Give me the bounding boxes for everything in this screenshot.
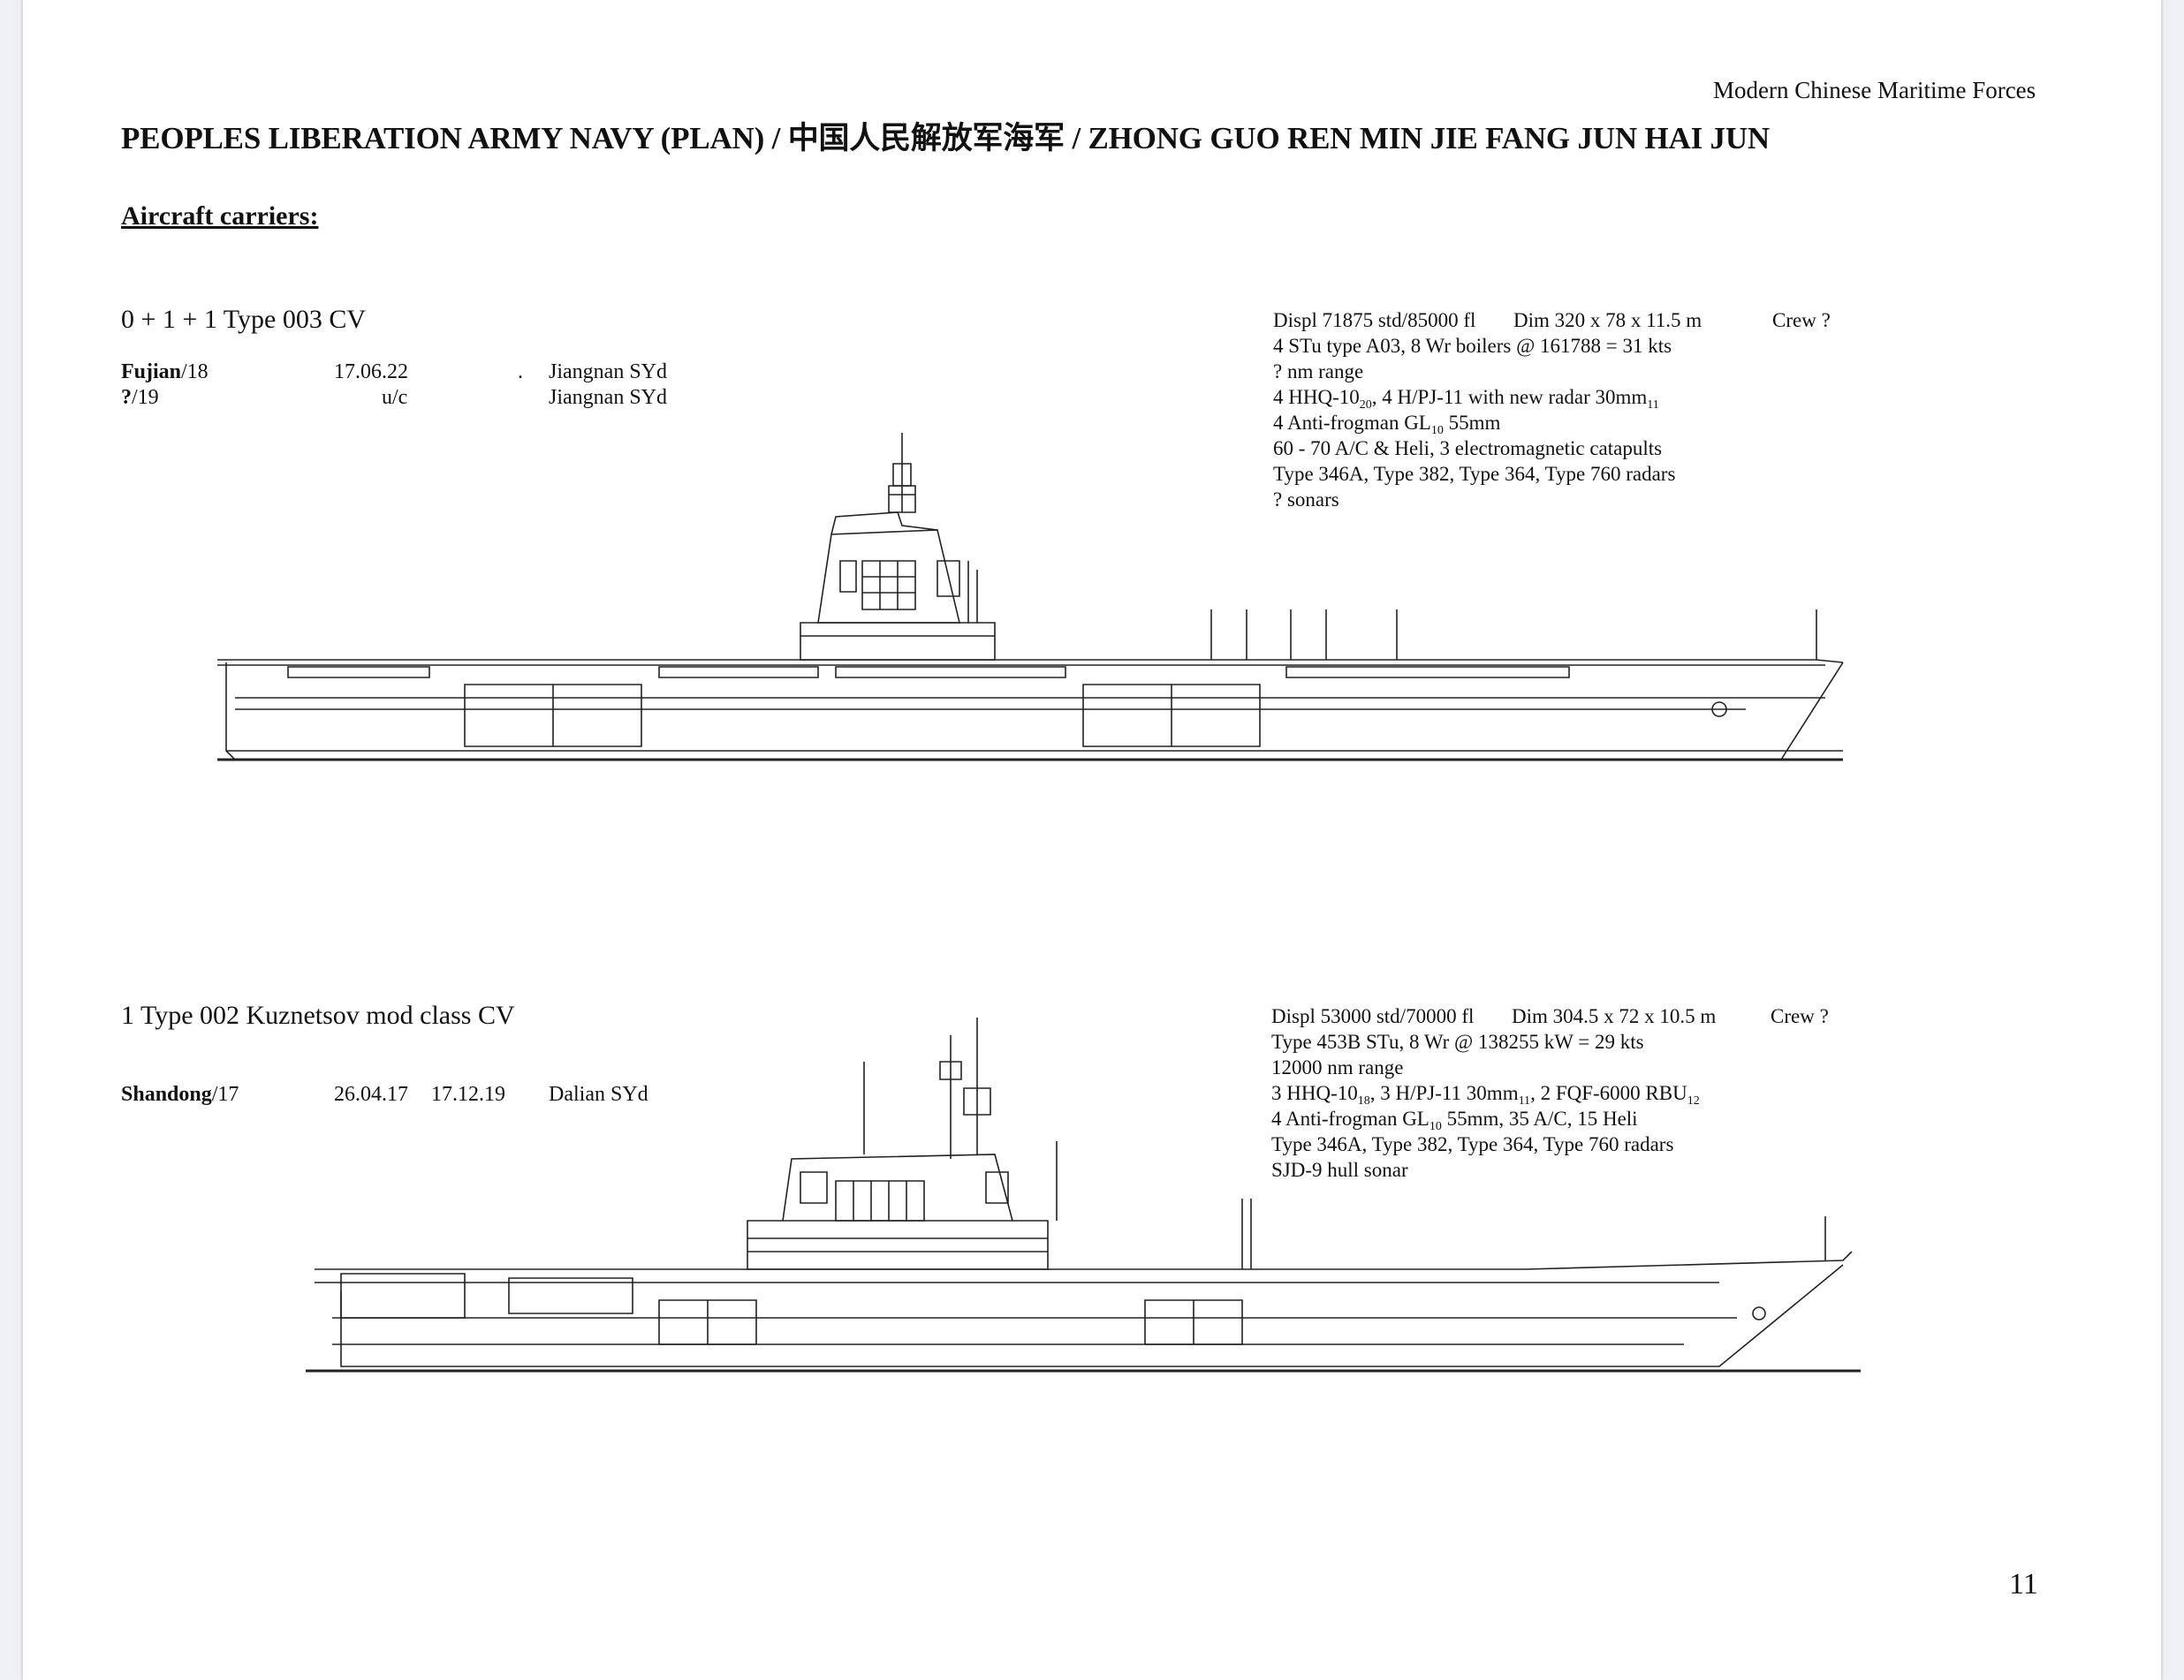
spec-anti-frogman: 4 Anti-frogman GL10 55mm bbox=[1273, 412, 1501, 437]
specs-type-002: Displ 53000 std/70000 fl Dim 304.5 x 72 … bbox=[1271, 1003, 1829, 1183]
ship-name: Shandong/17 bbox=[121, 1083, 239, 1107]
spec-armament: 4 HHQ-1020, 4 H/PJ-11 with new radar 30m… bbox=[1273, 386, 1659, 412]
spec-dimensions: Dim 320 x 78 x 11.5 m bbox=[1513, 309, 1702, 331]
spec-range: ? nm range bbox=[1273, 360, 1364, 382]
spec-sonar: ? sonars bbox=[1273, 488, 1339, 511]
ship-pennant-year: /19 bbox=[132, 386, 159, 409]
shipyard: Jiangnan SYd bbox=[549, 360, 667, 383]
running-header: Modern Chinese Maritime Forces bbox=[1713, 77, 2036, 103]
shipyard: Jiangnan SYd bbox=[549, 386, 667, 409]
stray-mark: . bbox=[518, 360, 523, 383]
spec-air-group: 60 - 70 A/C & Heli, 3 electromagnetic ca… bbox=[1273, 437, 1663, 459]
spec-armament: 3 HHQ-1018, 3 H/PJ-11 30mm11, 2 FQF-6000… bbox=[1271, 1082, 1700, 1108]
ship-pennant-year: /17 bbox=[211, 1083, 239, 1106]
commission-status: u/c bbox=[382, 386, 408, 409]
document-page: Modern Chinese Maritime Forces PEOPLES L… bbox=[23, 0, 2161, 1680]
spec-crew: Crew ? bbox=[1771, 1005, 1829, 1027]
ship-pennant-year: /18 bbox=[181, 360, 209, 383]
class-heading-type-003: 0 + 1 + 1 Type 003 CV bbox=[121, 305, 367, 334]
spec-anti-frogman: 4 Anti-frogman GL10 55mm, 35 A/C, 15 Hel… bbox=[1271, 1108, 1638, 1133]
page-title: PEOPLES LIBERATION ARMY NAVY (PLAN) / 中国… bbox=[121, 121, 1771, 155]
spec-displacement: Displ 71875 std/85000 fl bbox=[1273, 309, 1476, 331]
spec-radars: Type 346A, Type 382, Type 364, Type 760 … bbox=[1273, 463, 1676, 485]
spec-range: 12000 nm range bbox=[1271, 1056, 1404, 1078]
launch-date: 17.06.22 bbox=[334, 360, 408, 383]
ship-name: Fujian/18 bbox=[121, 360, 209, 384]
spec-sonar: SJD-9 hull sonar bbox=[1271, 1159, 1408, 1181]
type-003-carrier-drawing bbox=[200, 428, 1843, 760]
launch-date: 26.04.17 bbox=[334, 1083, 408, 1106]
ship-name-bold: Shandong bbox=[121, 1083, 212, 1106]
spec-dimensions: Dim 304.5 x 72 x 10.5 m bbox=[1512, 1005, 1717, 1027]
shipyard: Dalian SYd bbox=[549, 1083, 648, 1106]
page-number: 11 bbox=[2009, 1568, 2038, 1601]
spec-propulsion: Type 453B STu, 8 Wr @ 138255 kW = 29 kts bbox=[1271, 1031, 1644, 1053]
spec-displacement: Displ 53000 std/70000 fl bbox=[1271, 1005, 1475, 1027]
ship-name-bold: Fujian bbox=[121, 360, 182, 383]
class-heading-type-002: 1 Type 002 Kuznetsov mod class CV bbox=[121, 1001, 515, 1030]
specs-type-003: Displ 71875 std/85000 fl Dim 320 x 78 x … bbox=[1273, 307, 1831, 512]
commission-date: 17.12.19 bbox=[431, 1083, 505, 1106]
section-heading: Aircraft carriers: bbox=[121, 201, 319, 231]
spec-radars: Type 346A, Type 382, Type 364, Type 760 … bbox=[1271, 1133, 1674, 1155]
type-002-carrier-drawing bbox=[306, 1009, 1861, 1373]
spec-crew: Crew ? bbox=[1772, 309, 1831, 331]
spec-propulsion: 4 STu type A03, 8 Wr boilers @ 161788 = … bbox=[1273, 335, 1672, 357]
ship-name: ?/19 bbox=[121, 386, 159, 410]
ship-name-bold: ? bbox=[121, 386, 132, 409]
